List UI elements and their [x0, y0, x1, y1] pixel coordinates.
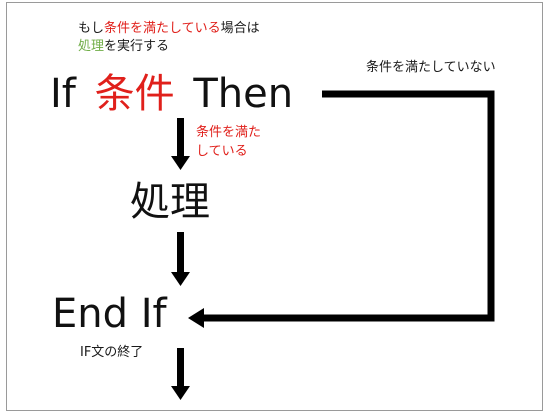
arrow-false-branch — [188, 90, 495, 328]
if-condition: 条件 — [94, 71, 175, 117]
note-top: もし条件を満たしている場合は 処理を実行する — [78, 22, 260, 53]
note-top-process: 処理 — [78, 39, 105, 54]
note-top-post: 場合は — [220, 21, 260, 36]
diagram-frame — [6, 2, 543, 411]
arrow-end-down — [171, 348, 190, 400]
note-top-line2: 処理を実行する — [78, 40, 260, 53]
arrow-if-to-process — [171, 118, 190, 170]
keyword-then: Then — [193, 71, 294, 117]
keyword-if: If — [50, 71, 76, 117]
arrow-process-to-endif — [171, 232, 190, 286]
process-block: 処理 — [130, 179, 210, 225]
end-if: End If — [52, 291, 167, 337]
note-true-branch: 条件を満た している — [196, 126, 261, 158]
note-top-condition: 条件を満たしている — [104, 21, 221, 36]
if-statement: If 条件 Then — [50, 74, 293, 114]
note-end: IF文の終了 — [80, 345, 144, 360]
note-top-pre: もし — [78, 21, 105, 36]
note-false-branch: 条件を満たしていない — [366, 60, 496, 75]
note-true-line1: 条件を満た — [196, 125, 262, 140]
note-top-line2-post: を実行する — [104, 39, 170, 54]
note-top-line1: もし条件を満たしている場合は — [78, 22, 260, 35]
note-true-line2: している — [196, 144, 248, 159]
